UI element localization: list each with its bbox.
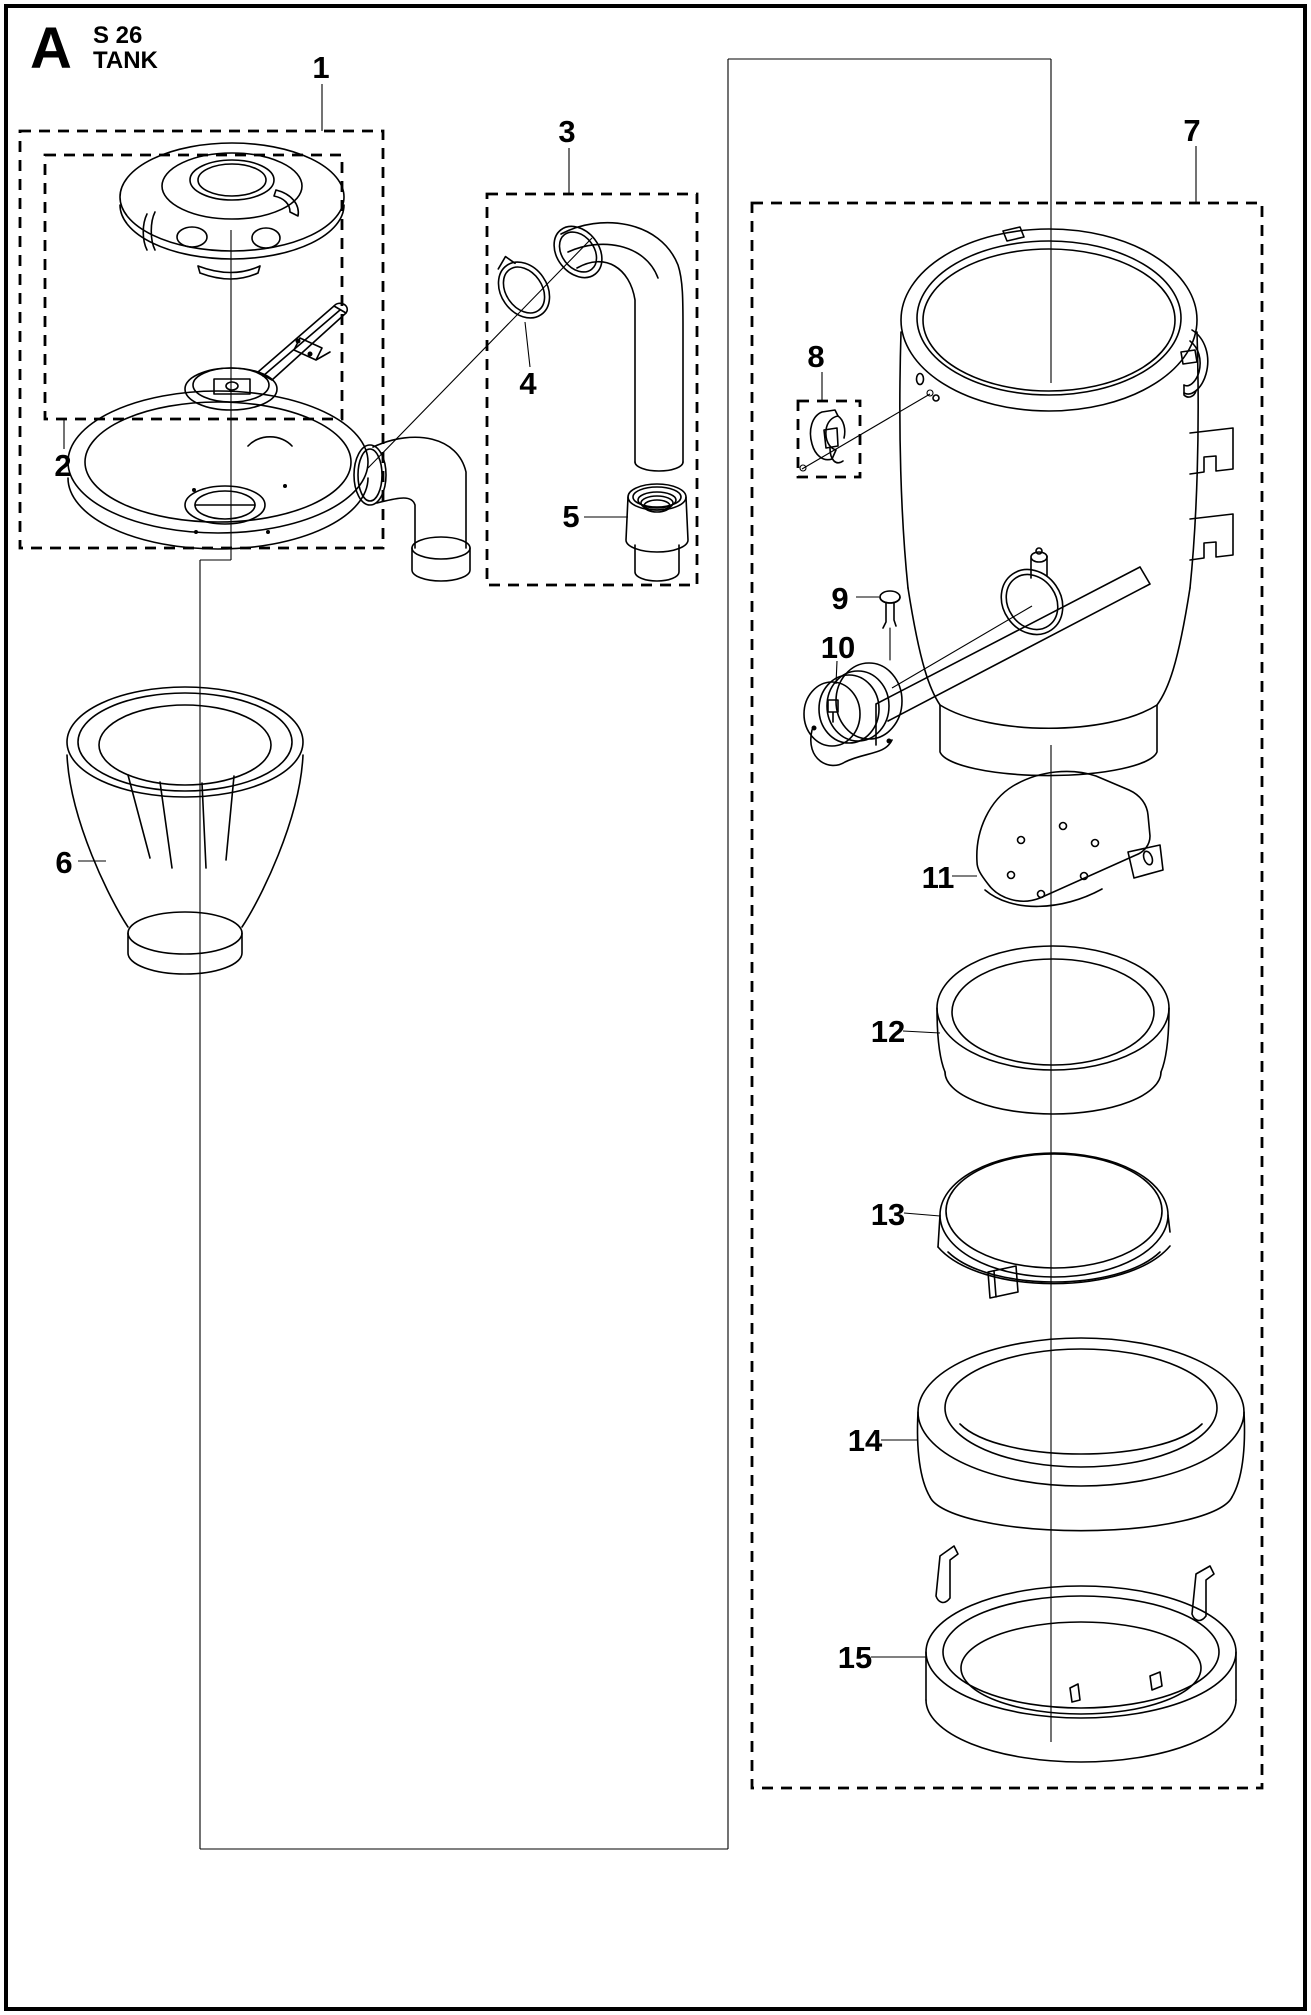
callout-11: 11 [922,860,955,895]
tank-rim-tab [1002,226,1025,242]
latch-alignment-line [801,393,931,470]
group-box-2 [43,153,344,421]
model-label: S 26 [93,22,142,49]
leader-line-12 [902,1030,941,1034]
part-base-ring [925,1545,1237,1763]
part-latch-clip [809,409,846,464]
callout-4: 4 [519,366,537,401]
header: A S 26 TANK [30,16,159,81]
callout-12: 12 [871,1014,905,1049]
base-tab-left [935,1545,959,1604]
callout-7: 7 [1183,113,1200,148]
part-filter-ring [916,1337,1246,1532]
tank-bracket-upper [1189,427,1234,475]
tank-outlet-plate [875,566,1151,746]
part-lid [67,390,471,582]
callout-labels: 1 2 3 4 5 6 7 8 9 10 11 12 13 14 15 [54,50,1200,1675]
part-plug-cap [803,662,903,767]
baffle-tab [1127,844,1164,879]
pipe-alignment-line [367,237,593,469]
part-tank [875,226,1234,777]
part-lid-cap [119,142,345,280]
part-cone-filter [66,686,304,975]
part-baffle-plate [976,770,1164,908]
page-border [4,4,1307,2011]
group-box-1 [18,129,385,550]
callout-3: 3 [558,114,575,149]
section-letter: A [30,16,72,81]
leader-line-13 [903,1212,941,1217]
part-coupler [625,483,689,582]
part-seal-ring [936,945,1170,1115]
tank-rim-latch [1180,329,1209,398]
callout-8: 8 [807,339,824,374]
callout-2: 2 [54,448,71,483]
group-box-3 [485,192,699,587]
leader-line-10 [835,660,838,685]
plug-bail-handle [809,729,893,767]
callout-15: 15 [838,1640,872,1675]
group-boxes [18,129,1264,1790]
part-clamp-band [937,1152,1171,1299]
assembly-axis-lines [199,58,1052,1850]
lid-elbow-flange [353,444,387,506]
callout-5: 5 [562,499,579,534]
callout-1: 1 [312,50,329,85]
part-clamp-ring [497,255,551,319]
callout-10: 10 [821,630,855,665]
leader-line-4 [524,321,531,368]
group-box-7 [750,201,1264,1790]
callout-leader-lines [63,84,1197,1658]
tank-bracket-lower [1189,513,1234,561]
part-elbow-pipe [553,221,684,472]
callout-13: 13 [871,1197,905,1232]
callout-9: 9 [831,581,848,616]
group-box-8 [796,399,862,479]
callout-6: 6 [55,845,72,880]
base-tab-right [1191,1565,1215,1622]
part-screw [879,590,901,661]
page-title: TANK [93,47,159,74]
callout-14: 14 [848,1423,883,1458]
tank-outlet-ring [1000,568,1064,636]
band-buckle [987,1265,1019,1299]
